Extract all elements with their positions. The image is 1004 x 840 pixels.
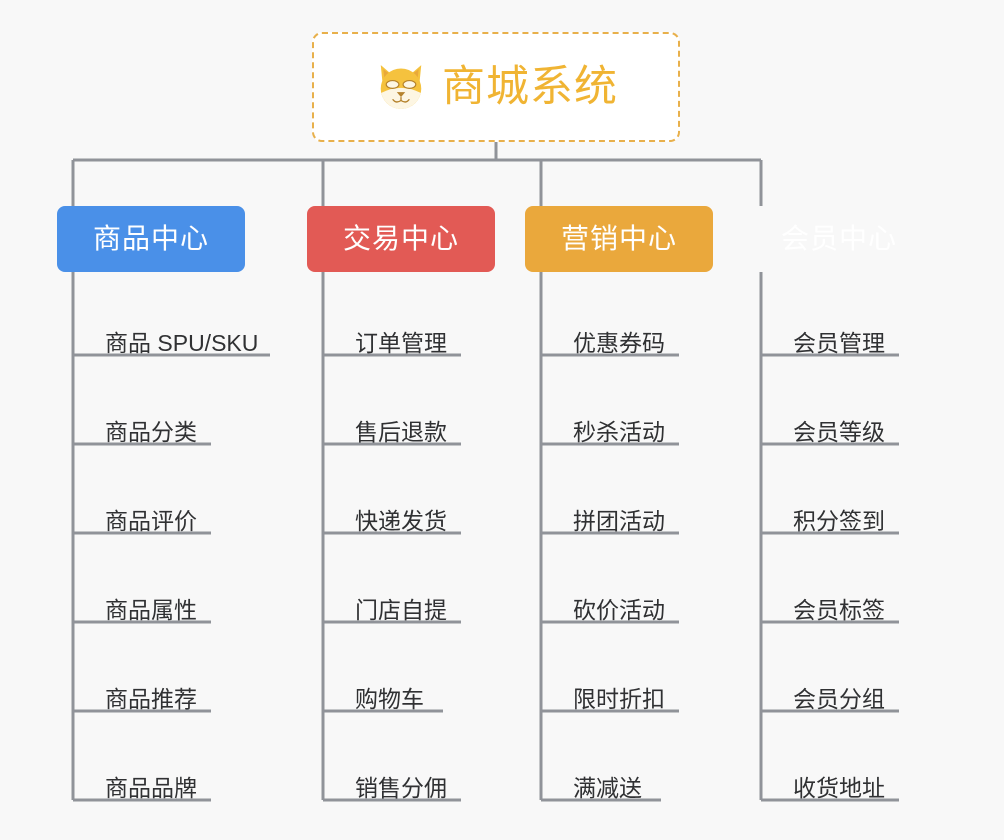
leaf-item-label: 快递发货 — [355, 507, 447, 534]
category-label: 会员中心 — [780, 223, 897, 254]
leaf-item[interactable]: 销售分佣 — [323, 766, 461, 800]
leaf-item-label: 购物车 — [355, 685, 424, 712]
category-node-3[interactable]: 营销中心 — [525, 206, 713, 272]
leaf-item-label: 拼团活动 — [573, 507, 665, 534]
leaf-item[interactable]: 优惠券码 — [541, 321, 679, 355]
leaf-item[interactable]: 商品评价 — [73, 499, 211, 533]
leaf-item[interactable]: 收货地址 — [761, 766, 899, 800]
leaf-item-label: 门店自提 — [355, 596, 447, 623]
category-node-4[interactable]: 会员中心 — [745, 206, 933, 272]
leaf-item-label: 会员等级 — [793, 418, 885, 445]
category-label: 交易中心 — [342, 223, 459, 254]
leaf-item[interactable]: 会员管理 — [761, 321, 899, 355]
leaf-item-label: 限时折扣 — [573, 685, 665, 712]
leaf-item-label: 秒杀活动 — [573, 418, 665, 445]
leaf-item-label: 商品属性 — [105, 596, 197, 623]
root-title: 商城系统 — [442, 62, 618, 111]
leaf-item-label: 优惠券码 — [573, 329, 665, 356]
leaf-item[interactable]: 积分签到 — [761, 499, 899, 533]
leaf-item-label: 会员分组 — [793, 685, 885, 712]
leaf-item[interactable]: 会员分组 — [761, 677, 899, 711]
leaf-item[interactable]: 购物车 — [323, 677, 443, 711]
leaf-item-label: 商品推荐 — [105, 685, 197, 712]
leaf-item-label: 会员管理 — [793, 329, 885, 356]
leaf-item[interactable]: 商品 SPU/SKU — [73, 321, 270, 355]
root-node[interactable]: 商城系统 — [312, 32, 680, 142]
leaf-item[interactable]: 限时折扣 — [541, 677, 679, 711]
leaf-item[interactable]: 快递发货 — [323, 499, 461, 533]
category-node-1[interactable]: 商品中心 — [57, 206, 245, 272]
leaf-item[interactable]: 砍价活动 — [541, 588, 679, 622]
category-node-2[interactable]: 交易中心 — [307, 206, 495, 272]
shiba-dog-face-icon — [380, 65, 422, 109]
category-label: 商品中心 — [92, 223, 209, 254]
leaf-item[interactable]: 商品分类 — [73, 410, 211, 444]
leaf-item[interactable]: 拼团活动 — [541, 499, 679, 533]
leaf-item-label: 收货地址 — [793, 774, 885, 801]
leaf-item[interactable]: 满减送 — [541, 766, 661, 800]
leaf-item-label: 砍价活动 — [573, 596, 665, 623]
leaf-item[interactable]: 售后退款 — [323, 410, 461, 444]
leaf-item-label: 销售分佣 — [355, 774, 447, 801]
leaf-item-label: 订单管理 — [355, 329, 447, 356]
leaf-item[interactable]: 商品推荐 — [73, 677, 211, 711]
leaf-item[interactable]: 秒杀活动 — [541, 410, 679, 444]
leaf-item[interactable]: 门店自提 — [323, 588, 461, 622]
leaf-item-label: 售后退款 — [355, 418, 447, 445]
leaf-item[interactable]: 商品品牌 — [73, 766, 211, 800]
leaf-item-label: 商品 SPU/SKU — [105, 329, 259, 356]
root-node-content: 商城系统 — [374, 60, 618, 114]
leaf-item-label: 商品分类 — [105, 418, 197, 445]
leaf-item-label: 商品评价 — [105, 507, 197, 534]
leaf-item-label: 会员标签 — [793, 596, 885, 623]
leaf-item-label: 商品品牌 — [105, 774, 197, 801]
leaf-item[interactable]: 会员标签 — [761, 588, 899, 622]
leaf-item[interactable]: 订单管理 — [323, 321, 461, 355]
leaf-item[interactable]: 商品属性 — [73, 588, 211, 622]
leaf-item-label: 积分签到 — [793, 507, 885, 534]
leaf-item-label: 满减送 — [573, 774, 642, 801]
category-label: 营销中心 — [560, 223, 677, 254]
leaf-item[interactable]: 会员等级 — [761, 410, 899, 444]
